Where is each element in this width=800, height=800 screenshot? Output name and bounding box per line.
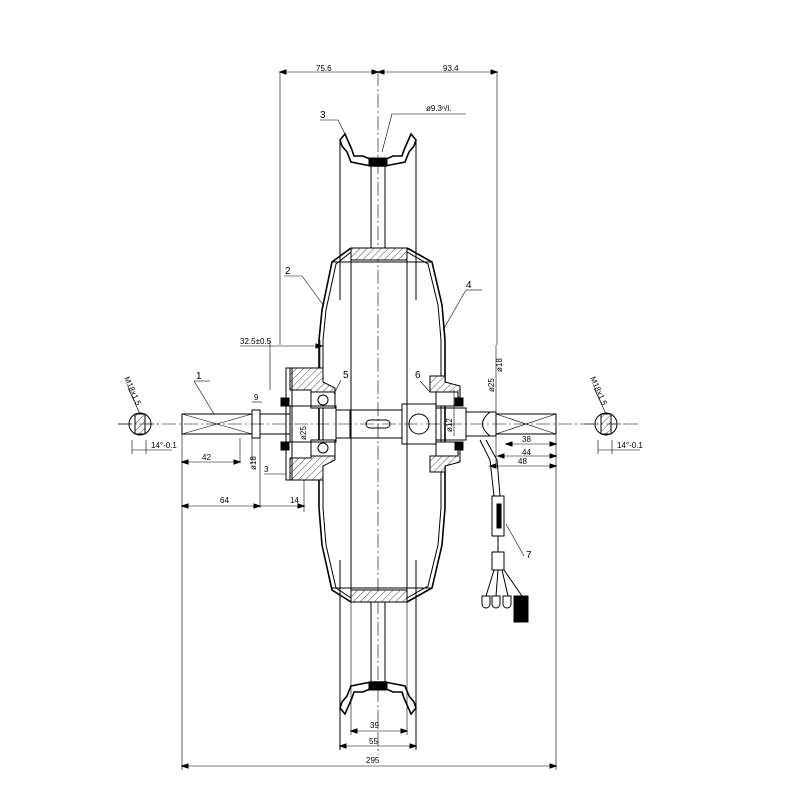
part-label-2: 2 bbox=[285, 266, 291, 277]
dim-top-left: 75.6 bbox=[316, 64, 332, 73]
part-label-5: 5 bbox=[343, 370, 349, 381]
thread-label-right: M18x1.5 bbox=[588, 375, 609, 407]
dim-len-48: 48 bbox=[518, 457, 527, 466]
left-dimensions: 32.5±0.5 9 ø18 ø25 3 42 64 14 bbox=[180, 337, 324, 770]
dim-len-39: 39 bbox=[370, 721, 379, 730]
dim-len-42: 42 bbox=[202, 453, 211, 462]
dim-len-55: 55 bbox=[369, 737, 378, 746]
thread-detail-left: M18x1.5 14°-0.1 bbox=[118, 375, 177, 454]
rim-bottom bbox=[339, 560, 417, 750]
dim-flange-offset: 32.5±0.5 bbox=[240, 337, 272, 346]
dim-len-14: 14 bbox=[290, 496, 299, 505]
dim-width-9: 9 bbox=[254, 393, 259, 402]
angle-label-right: 14°-0.1 bbox=[617, 441, 643, 450]
dim-d25-right: ø25 bbox=[487, 378, 496, 392]
right-dimensions: ø12 ø25 ø18 38 44 48 bbox=[445, 345, 558, 770]
dim-rim-diameter: ø9.3ⁿ/I. bbox=[426, 104, 452, 113]
right-side-cover: 6 bbox=[415, 370, 464, 473]
dim-d25: ø25 bbox=[299, 426, 308, 440]
cable-assembly: 7 bbox=[479, 439, 532, 623]
dim-d12: ø12 bbox=[445, 418, 454, 432]
part-label-1: 1 bbox=[196, 371, 202, 382]
center-lines bbox=[118, 72, 640, 755]
part-label-4: 4 bbox=[466, 280, 472, 291]
top-dimensions: 75.6 93.4 bbox=[278, 64, 499, 345]
part-label-7: 7 bbox=[526, 550, 532, 561]
dim-len-64: 64 bbox=[220, 496, 229, 505]
axle: 1 bbox=[181, 371, 557, 445]
dim-len-44: 44 bbox=[522, 448, 531, 457]
dim-d18-right: ø18 bbox=[495, 358, 504, 372]
hub-shell: 2 4 bbox=[284, 247, 482, 603]
rim-top: ø9.3ⁿ/I. 3 bbox=[320, 104, 466, 300]
part-label-6: 6 bbox=[415, 370, 421, 381]
dim-overall: 295 bbox=[366, 756, 380, 765]
dim-len-3: 3 bbox=[264, 465, 269, 474]
dim-top-right: 93.4 bbox=[443, 64, 459, 73]
dim-d18-left: ø18 bbox=[249, 456, 258, 470]
left-side-cover: 5 bbox=[280, 367, 349, 481]
angle-label-left: 14°-0.1 bbox=[151, 441, 177, 450]
thread-detail-right: M18x1.5 14°-0.1 bbox=[584, 375, 643, 454]
part-label-3: 3 bbox=[320, 110, 326, 121]
dim-len-38: 38 bbox=[522, 435, 531, 444]
bottom-dimensions: 39 55 295 bbox=[180, 602, 558, 769]
thread-label-left: M18x1.5 bbox=[122, 375, 143, 407]
